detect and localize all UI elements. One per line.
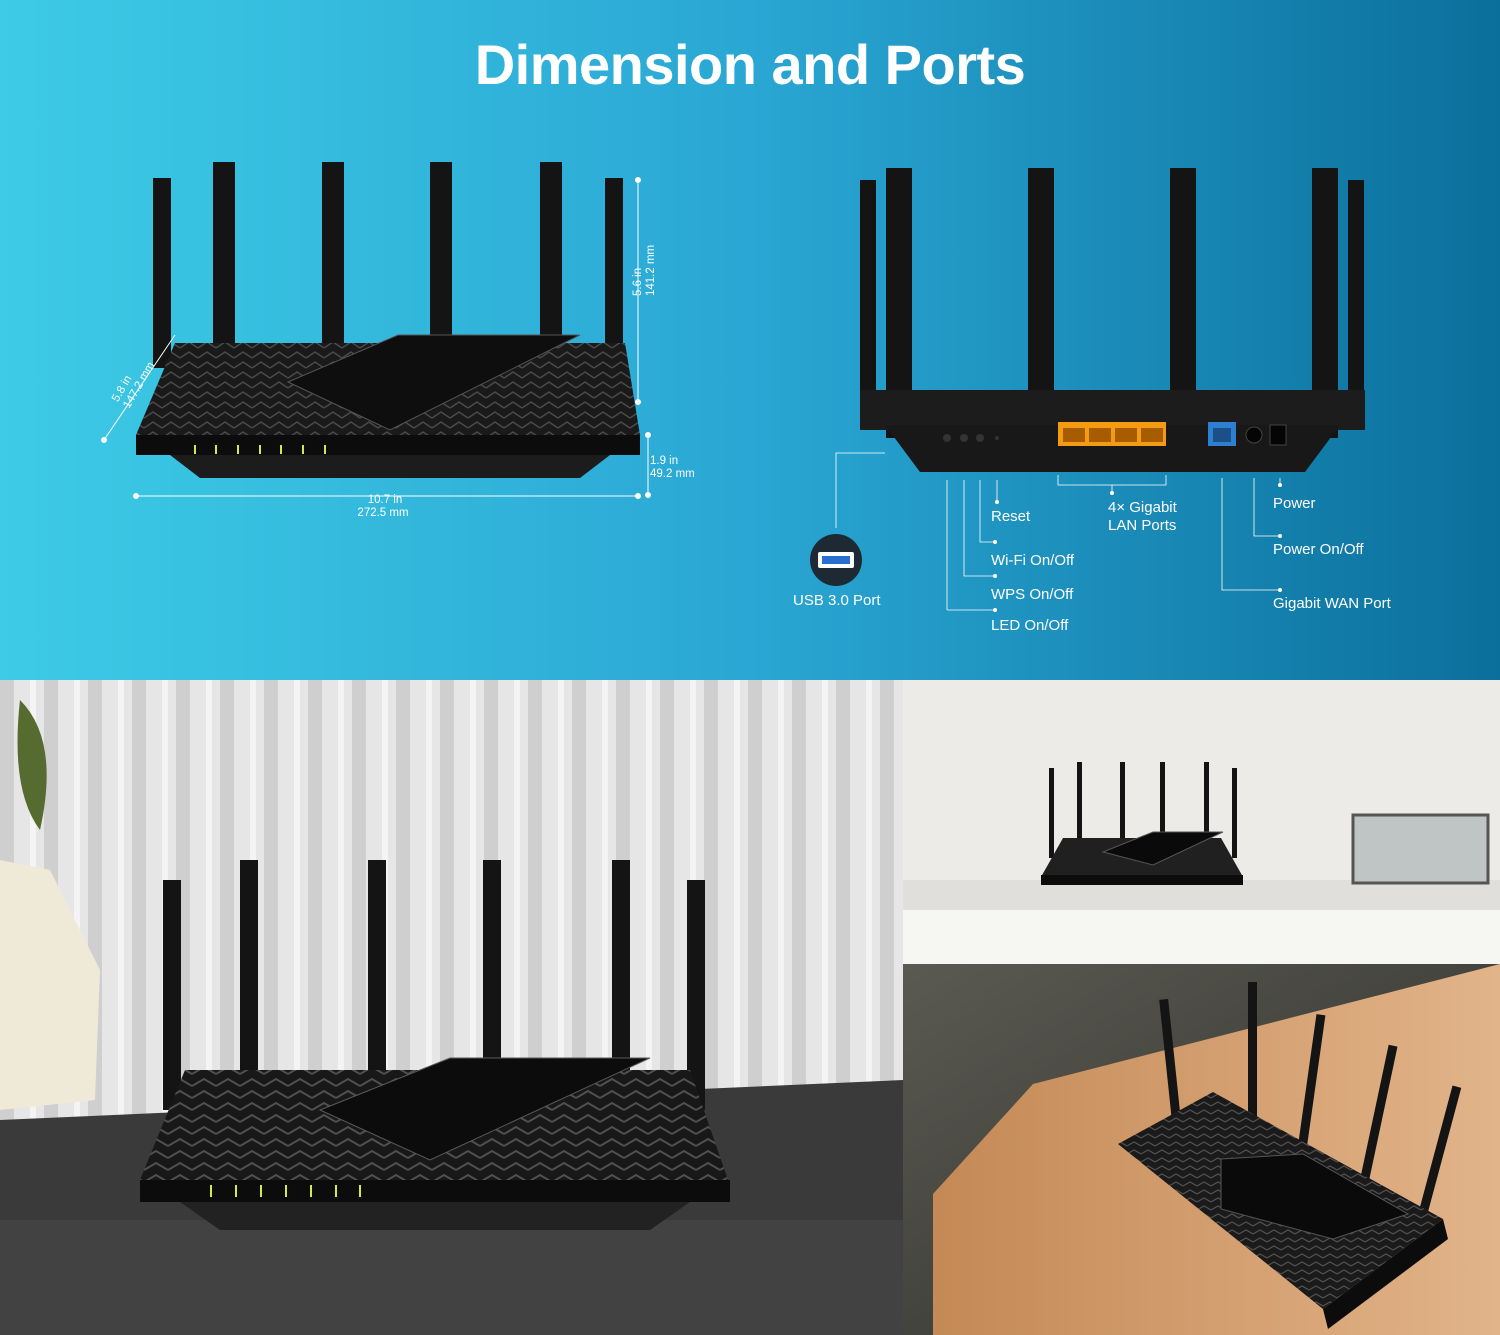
reset-label: Reset [991, 508, 1031, 525]
height-dimension: 5.6 in 141.2 mm [632, 245, 658, 296]
width-mm-label: 272.5 mm [357, 507, 409, 519]
lan-ports-line1: 4× Gigabit [1108, 499, 1177, 516]
height-in-label: 5.6 in [632, 267, 644, 296]
router-back-illustration [810, 168, 1365, 612]
led-onoff-label: LED On/Off [991, 617, 1069, 634]
router-front-illustration [101, 162, 651, 499]
power-onoff-label: Power On/Off [1273, 541, 1364, 558]
lifestyle-photo-large [0, 680, 903, 1335]
usb-port-label: USB 3.0 Port [793, 592, 881, 609]
lifestyle-photo-table [903, 964, 1500, 1335]
thickness-mm-label: 49.2 mm [650, 468, 695, 480]
lan-ports-line2: LAN Ports [1108, 517, 1177, 534]
width-dimension: 10.7 in 272.5 mm [355, 494, 415, 520]
lan-ports-label: 4× Gigabit LAN Ports [1108, 499, 1177, 535]
thickness-in-label: 1.9 in [650, 455, 679, 467]
wps-onoff-label: WPS On/Off [991, 586, 1074, 603]
height-mm-label: 141.2 mm [645, 244, 657, 296]
lifestyle-photo-shelf [903, 680, 1500, 964]
wifi-onoff-label: Wi-Fi On/Off [991, 552, 1075, 569]
wan-port-label: Gigabit WAN Port [1273, 595, 1391, 612]
width-in-label: 10.7 in [367, 494, 403, 506]
dimension-ports-banner: Dimension and Ports [0, 0, 1500, 680]
page-title: Dimension and Ports [474, 33, 1026, 96]
power-label: Power [1273, 495, 1316, 512]
thickness-dimension: 1.9 in 49.2 mm [650, 455, 695, 481]
